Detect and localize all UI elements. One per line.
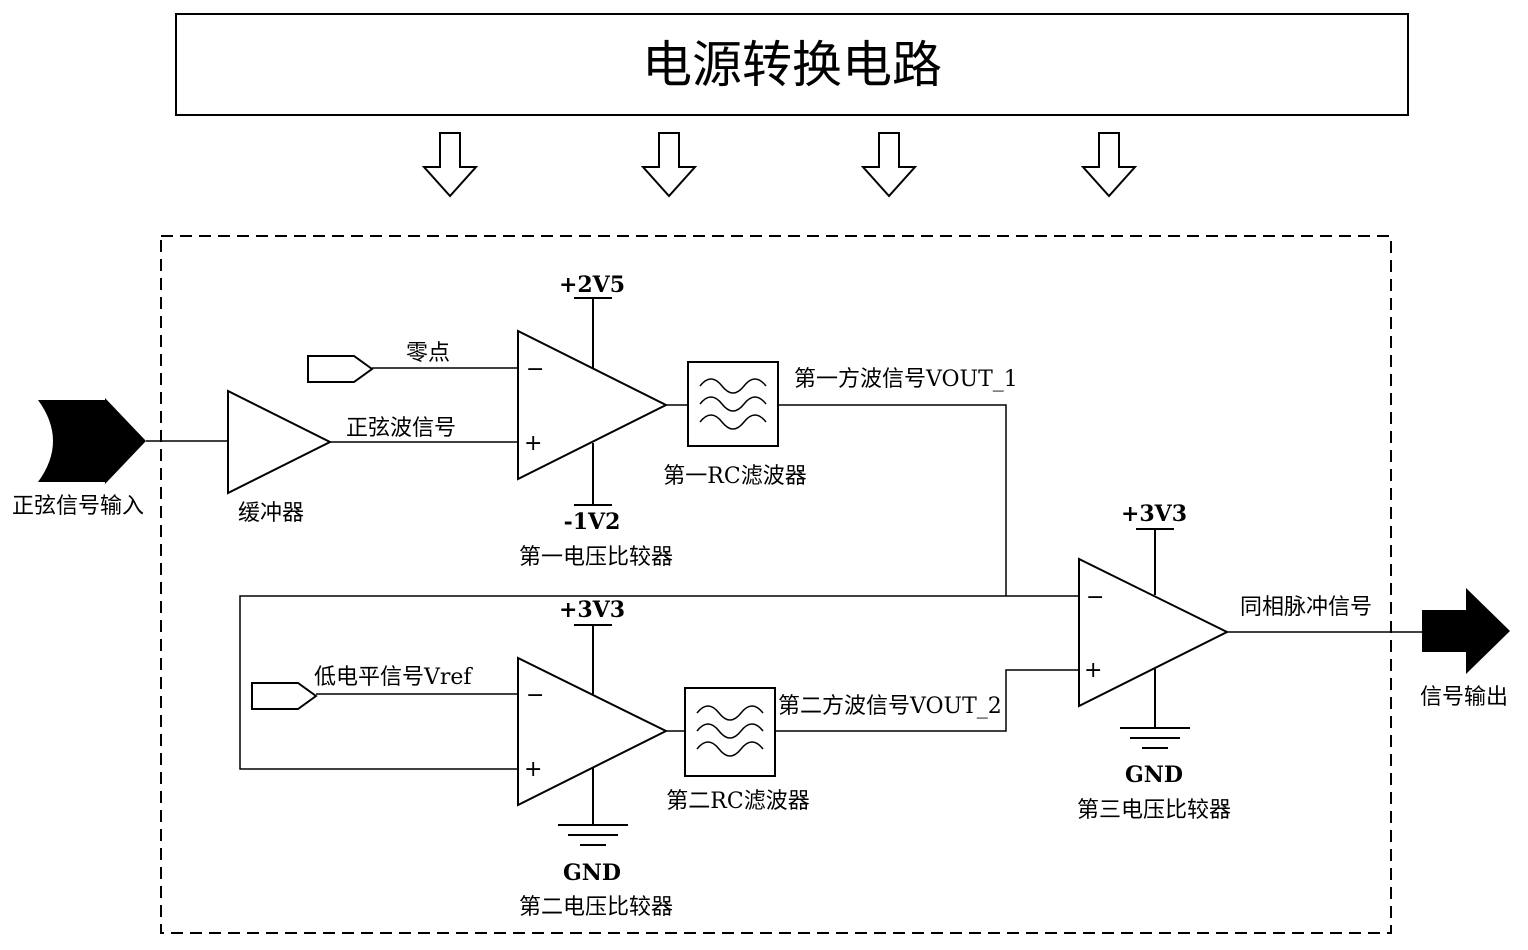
- comparator1-vneg: -1V2: [564, 509, 621, 535]
- filter1-output-label: 第一方波信号VOUT_1: [794, 367, 1018, 392]
- comparator3-output-label: 同相脉冲信号: [1240, 595, 1372, 620]
- comparator2-ground: GND: [563, 860, 621, 886]
- comparator2-vpos: +3V3: [559, 597, 625, 623]
- filter2-label: 第二RC滤波器: [666, 789, 809, 814]
- comparator3-minus: −: [1086, 585, 1104, 610]
- output-label: 信号输出: [1420, 685, 1508, 710]
- output-arrow-icon: [1422, 588, 1510, 674]
- comparator2-minus: −: [526, 683, 544, 708]
- comparator2-plus: +: [524, 757, 542, 782]
- comparator1-minus: −: [526, 357, 544, 382]
- filter-icon: [687, 361, 779, 447]
- input-arrow-icon: [38, 398, 146, 484]
- filter1-label: 第一RC滤波器: [663, 464, 806, 489]
- comparator1-plus-input-label: 正弦波信号: [346, 416, 456, 441]
- comparator2-label: 第二电压比较器: [519, 895, 673, 920]
- power-block: [175, 13, 1409, 116]
- filter-icon: [684, 687, 776, 777]
- comparator3-symbol: [1078, 557, 1230, 708]
- input-label: 正弦信号输入: [12, 494, 144, 519]
- arrow-down-icon: [860, 132, 918, 198]
- buffer-symbol: [227, 389, 333, 495]
- comparator3-label: 第三电压比较器: [1077, 798, 1231, 823]
- ground-icon: [1120, 727, 1190, 749]
- arrow-down-icon: [1080, 132, 1138, 198]
- port-icon: [307, 355, 374, 383]
- comparator3-ground: GND: [1125, 762, 1183, 788]
- comparator1-plus: +: [524, 431, 542, 456]
- comparator2-minus-input-label: 低电平信号Vref: [314, 665, 473, 690]
- circuit-boundary: [160, 235, 1392, 934]
- comparator3-vpos: +3V3: [1121, 501, 1187, 527]
- buffer-label: 缓冲器: [238, 501, 304, 526]
- filter2-output-label: 第二方波信号VOUT_2: [778, 694, 1002, 719]
- port-icon: [251, 682, 318, 710]
- arrow-down-icon: [421, 132, 479, 198]
- comparator1-minus-input-label: 零点: [406, 341, 450, 366]
- comparator1-vpos: +2V5: [559, 272, 625, 298]
- comparator1-label: 第一电压比较器: [519, 545, 673, 570]
- power-block-title: 电源转换电路: [642, 36, 942, 94]
- arrow-down-icon: [640, 132, 698, 198]
- comparator3-plus: +: [1084, 658, 1102, 683]
- ground-icon: [558, 824, 628, 846]
